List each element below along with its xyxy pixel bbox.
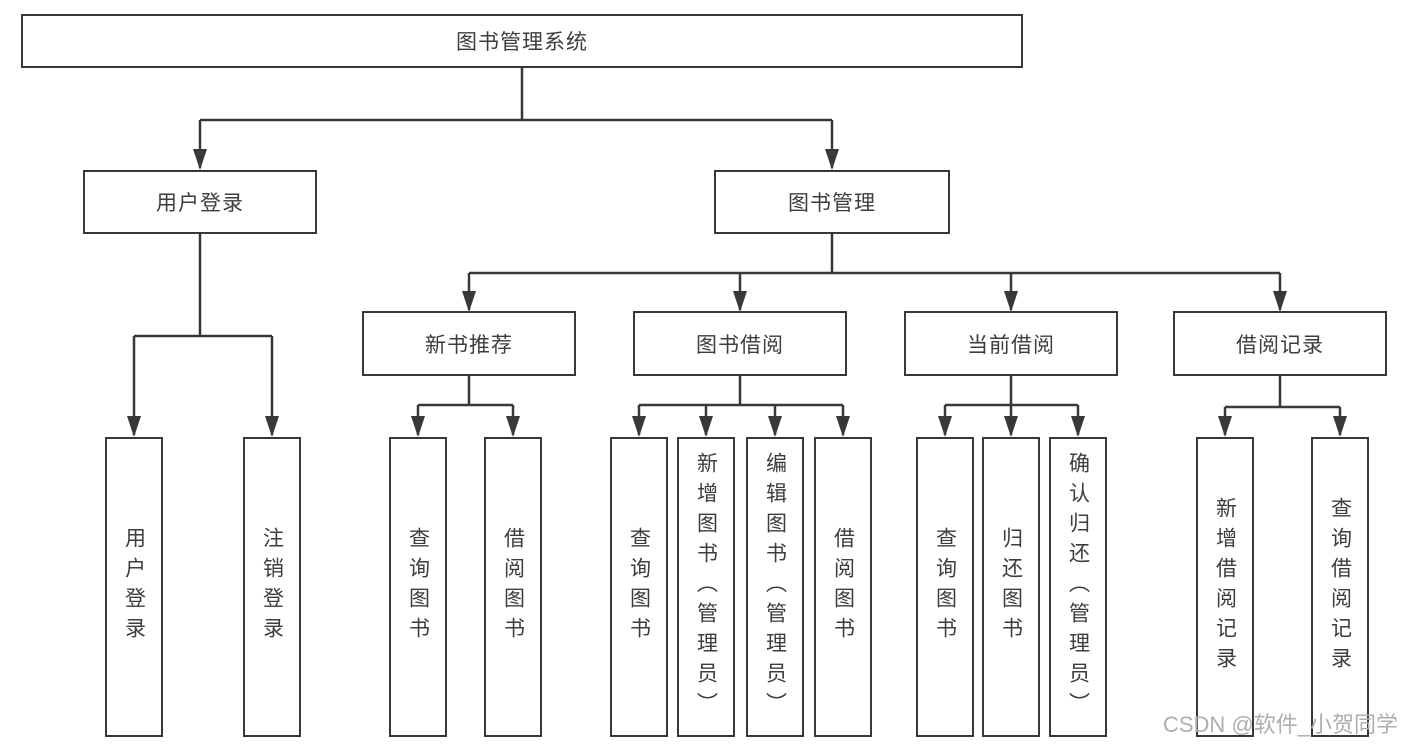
- leaf-query-borrow-record: 查询借阅记录: [1311, 437, 1369, 737]
- connector-newbook-children: [416, 376, 515, 435]
- connector-borrow-children: [637, 376, 845, 435]
- leaf-query-books-borrow: 查询图书: [610, 437, 668, 737]
- arrowhead: [127, 416, 141, 437]
- arrowhead: [265, 416, 279, 437]
- arrowhead: [506, 416, 520, 437]
- leaf-add-borrow-record: 新增借阅记录: [1196, 437, 1254, 737]
- node-book-borrowing: 图书借阅: [633, 311, 847, 376]
- arrowhead: [825, 149, 839, 170]
- node-borrowing-records: 借阅记录: [1173, 311, 1387, 376]
- connector-records-children: [1223, 376, 1342, 435]
- leaf-add-books-admin: 新增图书（管理员）: [677, 437, 735, 737]
- node-book-management: 图书管理: [714, 170, 950, 234]
- arrowhead: [768, 416, 782, 437]
- arrowhead: [733, 291, 747, 312]
- node-current-borrowing: 当前借阅: [904, 311, 1118, 376]
- leaf-user-login: 用户登录: [105, 437, 163, 737]
- leaf-query-books-current: 查询图书: [916, 437, 974, 737]
- arrowhead: [1333, 416, 1347, 437]
- leaf-logout: 注销登录: [243, 437, 301, 737]
- leaf-confirm-return-admin: 确认归还（管理员）: [1049, 437, 1107, 737]
- leaf-edit-books-admin: 编辑图书（管理员）: [746, 437, 804, 737]
- arrowhead: [1004, 291, 1018, 312]
- arrowhead: [699, 416, 713, 437]
- arrowhead: [193, 149, 207, 170]
- arrowhead: [1273, 291, 1287, 312]
- arrowhead: [411, 416, 425, 437]
- leaf-borrow-books: 借阅图书: [814, 437, 872, 737]
- connector-root-to-level2: [198, 68, 834, 168]
- connector-bookmgmt-children: [467, 234, 1282, 310]
- arrowhead: [632, 416, 646, 437]
- node-user-login: 用户登录: [83, 170, 317, 234]
- node-library-management-system: 图书管理系统: [21, 14, 1023, 68]
- arrowhead: [462, 291, 476, 312]
- leaf-borrow-books-recommend: 借阅图书: [484, 437, 542, 737]
- arrowhead: [938, 416, 952, 437]
- connector-userlogin-children: [132, 234, 274, 435]
- arrowhead: [836, 416, 850, 437]
- arrowhead: [1218, 416, 1232, 437]
- arrowhead: [1071, 416, 1085, 437]
- leaf-return-books: 归还图书: [982, 437, 1040, 737]
- arrowhead: [1004, 416, 1018, 437]
- leaf-query-books-recommend: 查询图书: [389, 437, 447, 737]
- node-new-book-recommendation: 新书推荐: [362, 311, 576, 376]
- csdn-watermark: CSDN @软件_小贺同学: [1162, 712, 1398, 737]
